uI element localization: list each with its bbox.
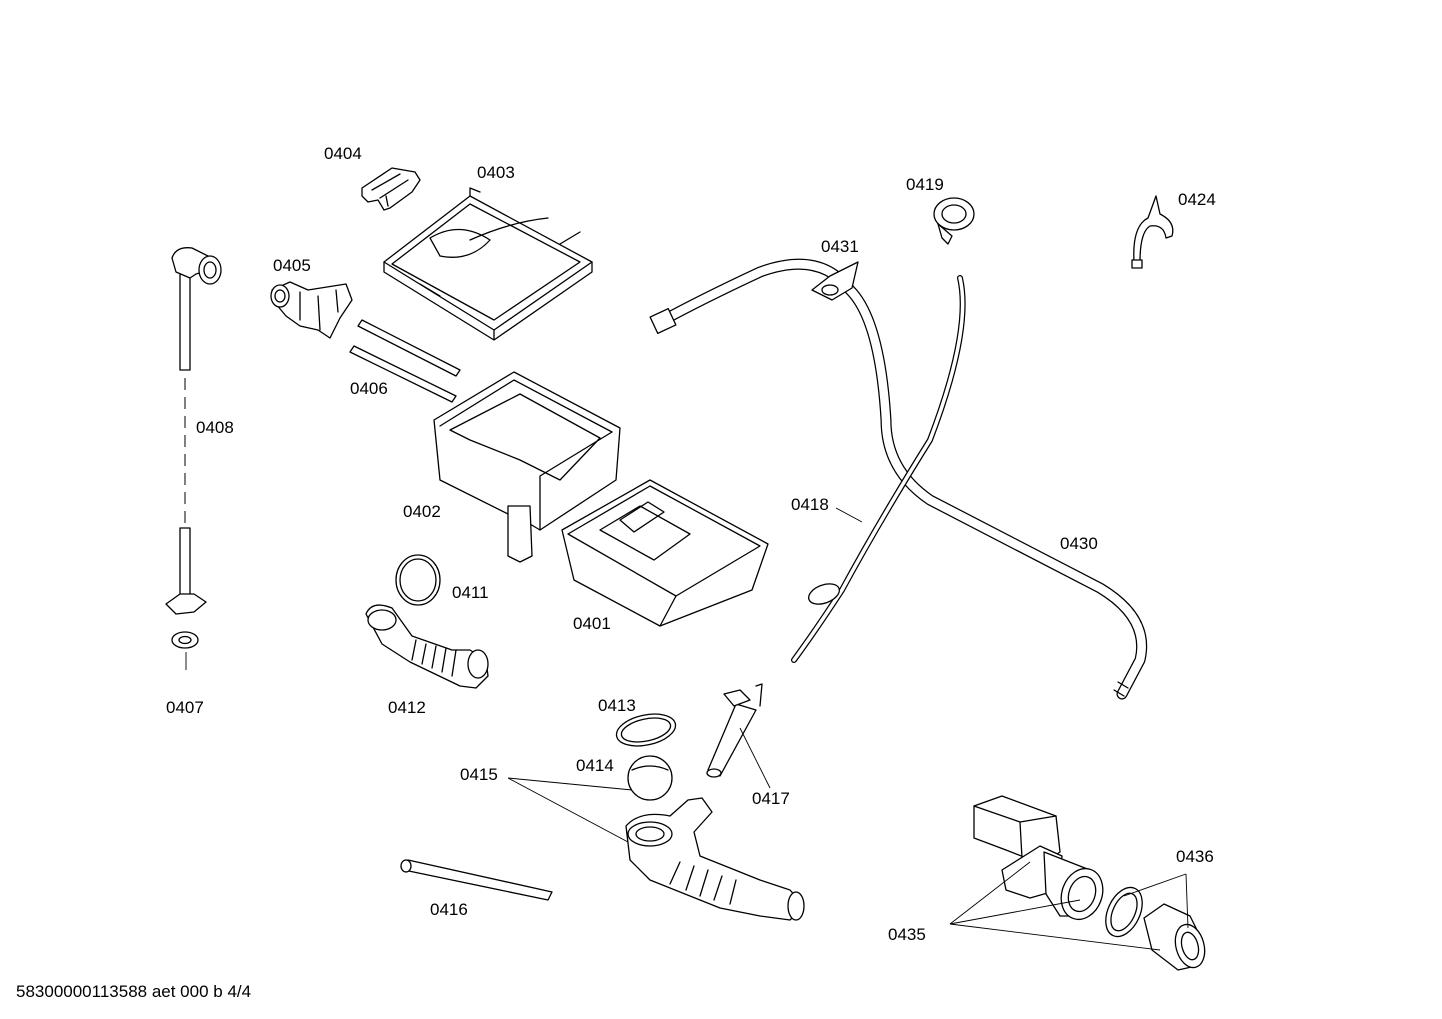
label-0405: 0405 xyxy=(273,256,311,275)
label-0435: 0435 xyxy=(888,925,926,944)
label-0404: 0404 xyxy=(324,144,362,163)
part-0417-sensor xyxy=(706,683,763,778)
part-0424-fork xyxy=(1131,195,1174,269)
label-0416: 0416 xyxy=(430,900,468,919)
part-0405-valve xyxy=(270,281,353,339)
label-0414: 0414 xyxy=(576,756,614,775)
label-0424: 0424 xyxy=(1178,190,1216,209)
part-0435-drain-pump xyxy=(973,795,1104,921)
part-0406-tubes xyxy=(349,319,461,403)
part-0430-hose xyxy=(649,258,1148,700)
label-0411: 0411 xyxy=(452,583,489,602)
part-0401-drawer xyxy=(561,479,769,627)
part-0431-grommet xyxy=(811,261,859,301)
label-0418: 0418 xyxy=(791,495,829,514)
part-0414-ball xyxy=(627,755,673,801)
leader-lines xyxy=(185,507,1189,951)
document-id: 58300000113588 aet 000 b 4/4 xyxy=(16,982,251,1001)
part-0408-inlet-hose xyxy=(165,247,222,615)
label-0413: 0413 xyxy=(598,696,636,715)
label-0403: 0403 xyxy=(477,163,515,182)
label-0419: 0419 xyxy=(906,175,944,194)
label-0412: 0412 xyxy=(388,698,426,717)
part-0407-washer xyxy=(171,631,199,649)
label-0415: 0415 xyxy=(460,765,498,784)
label-0417: 0417 xyxy=(752,789,790,808)
label-0436: 0436 xyxy=(1176,847,1214,866)
part-0436-filter xyxy=(1105,886,1206,971)
part-0402-housing xyxy=(433,371,621,563)
label-0430: 0430 xyxy=(1060,534,1098,553)
part-0413-ring xyxy=(615,713,677,747)
part-0403-frame xyxy=(383,187,593,341)
part-0419-pressure-switch xyxy=(933,197,975,245)
label-0431: 0431 xyxy=(821,237,859,256)
label-0407: 0407 xyxy=(166,698,204,717)
part-0418-tube xyxy=(791,275,966,663)
part-0412-bellows xyxy=(365,604,489,689)
part-0411-ring xyxy=(395,554,441,606)
label-0401: 0401 xyxy=(573,614,611,633)
label-0402: 0402 xyxy=(403,502,441,521)
part-0404-clip xyxy=(361,167,421,211)
part-0415-sump xyxy=(625,797,805,921)
label-0406: 0406 xyxy=(350,379,388,398)
label-0408: 0408 xyxy=(196,418,234,437)
part-0416-hose xyxy=(400,859,553,901)
